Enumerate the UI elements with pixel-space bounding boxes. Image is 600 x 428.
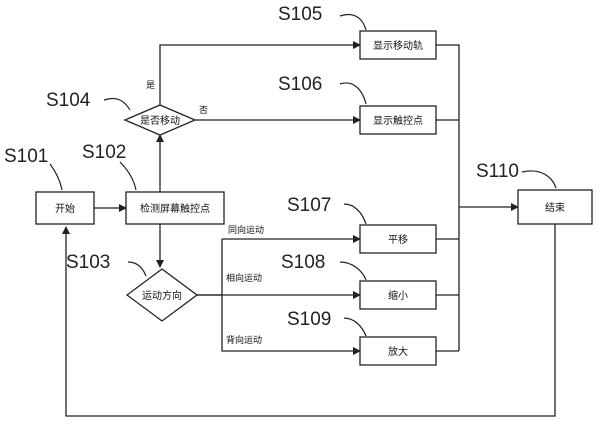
svg-text:放大: 放大: [388, 345, 408, 358]
svg-text:检测屏幕触控点: 检测屏幕触控点: [140, 202, 210, 215]
edge-direction-branch-up: [197, 239, 223, 296]
step-s110: S110: [476, 161, 519, 182]
step-s105: S105: [278, 4, 322, 25]
node-end: 结束: [517, 189, 593, 225]
step-s104: S104: [46, 90, 91, 111]
node-start: 开始: [35, 191, 95, 225]
step-s107: S107: [287, 195, 331, 216]
decision-direction: 运动方向: [125, 268, 199, 322]
node-translate: 平移: [359, 224, 437, 254]
label-toward: 相向运动: [226, 272, 262, 284]
edge-yes-showtrack: [159, 41, 361, 105]
svg-text:显示触控点: 显示触控点: [373, 114, 423, 127]
edge-end-loop-start: [62, 224, 556, 417]
label-away: 背向运动: [226, 334, 262, 346]
node-show-track: 显示移动轨: [359, 30, 437, 60]
label-same-direction: 同向运动: [228, 224, 264, 236]
node-shrink: 缩小: [359, 280, 437, 310]
node-enlarge: 放大: [359, 336, 437, 366]
step-s101: S101: [4, 146, 48, 167]
svg-text:是否移动: 是否移动: [140, 114, 180, 127]
step-s109: S109: [287, 309, 331, 330]
edge-to-enlarge: [221, 295, 361, 355]
decision-is-moving: 是否移动: [123, 104, 197, 136]
step-s106: S106: [278, 74, 322, 95]
connectors: [62, 41, 556, 417]
svg-text:显示移动轨: 显示移动轨: [373, 39, 423, 52]
svg-text:开始: 开始: [55, 202, 75, 215]
step-s108: S108: [281, 252, 325, 273]
step-s103: S103: [66, 252, 110, 273]
label-no: 否: [199, 105, 208, 116]
svg-text:结束: 结束: [545, 201, 565, 214]
edge-merge-bus: [436, 44, 460, 351]
node-show-point: 显示触控点: [359, 105, 437, 135]
node-detect: 检测屏幕触控点: [125, 191, 225, 225]
step-leaders: [49, 13, 557, 337]
svg-text:缩小: 缩小: [388, 289, 408, 302]
svg-text:平移: 平移: [388, 233, 408, 246]
label-yes: 是: [146, 80, 155, 91]
step-s102: S102: [82, 142, 126, 163]
svg-text:运动方向: 运动方向: [142, 289, 182, 302]
